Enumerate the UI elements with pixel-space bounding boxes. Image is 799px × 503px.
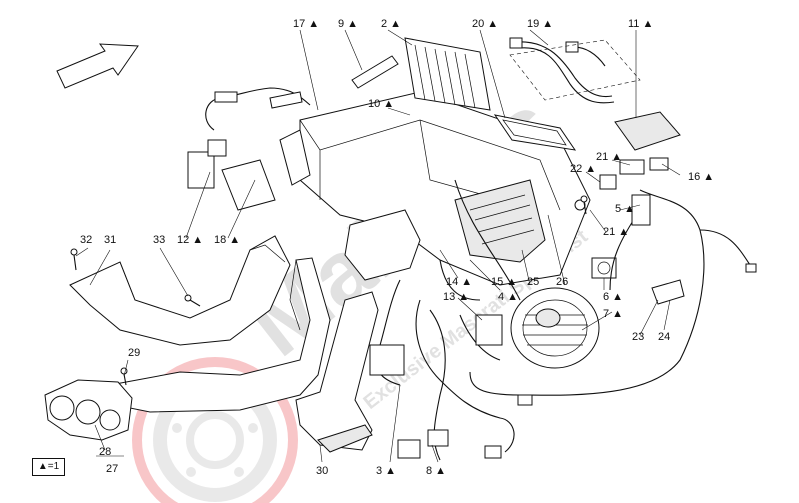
- pollen-filter: [404, 37, 491, 111]
- callout-29: 29: [128, 347, 140, 359]
- callout-19: 19 ▲: [527, 18, 553, 30]
- blower-motor: [510, 287, 600, 369]
- callout-31: 31: [104, 234, 116, 246]
- callout-27: 27: [106, 463, 118, 475]
- callout-24: 24: [658, 331, 670, 343]
- air-duct-left: [69, 235, 291, 346]
- callout-25: 25: [527, 276, 539, 288]
- callout-15: 15 ▲: [491, 276, 517, 288]
- callout-5: 5 ▲: [615, 203, 635, 215]
- callout-9: 9 ▲: [338, 18, 358, 30]
- callout-labels: 17 ▲ 9 ▲ 2 ▲ 20 ▲ 19 ▲ 11 ▲ 10 ▲ 22 ▲ 21…: [80, 18, 714, 477]
- callout-3: 3 ▲: [376, 465, 396, 477]
- callout-2: 2 ▲: [381, 18, 401, 30]
- callout-4: 4 ▲: [498, 291, 518, 303]
- callout-17: 17 ▲: [293, 18, 319, 30]
- callout-32: 32: [80, 234, 92, 246]
- callout-6: 6 ▲: [603, 291, 623, 303]
- callout-16: 16 ▲: [688, 171, 714, 183]
- callout-23: 23: [632, 331, 644, 343]
- screws: [70, 195, 588, 386]
- callout-28: 28: [99, 446, 111, 458]
- leader-lines: [75, 29, 681, 463]
- callout-21-lower: 21 ▲: [603, 226, 629, 238]
- callout-30: 30: [316, 465, 328, 477]
- legend-quantity-note: ▲=1: [32, 458, 65, 476]
- callout-22: 22 ▲: [570, 163, 596, 175]
- callout-18: 18 ▲: [214, 234, 240, 246]
- callout-20: 20 ▲: [472, 18, 498, 30]
- air-duct-center: [109, 257, 331, 413]
- callout-33: 33: [153, 234, 165, 246]
- callout-21-upper: 21 ▲: [596, 151, 622, 163]
- callout-10: 10 ▲: [368, 98, 394, 110]
- insulation-pad: [509, 39, 681, 151]
- bracket-23: [651, 279, 685, 305]
- callout-7: 7 ▲: [603, 308, 623, 320]
- resistor-21: [619, 157, 669, 175]
- callout-26: 26: [556, 276, 568, 288]
- callout-13: 13 ▲: [443, 291, 469, 303]
- callout-14: 14 ▲: [446, 276, 472, 288]
- callout-8: 8 ▲: [426, 465, 446, 477]
- sensor-22: [574, 174, 617, 211]
- floor-duct-30: [295, 291, 379, 453]
- outlet-duct-28: [44, 379, 133, 441]
- callout-11: 11 ▲: [628, 18, 653, 30]
- air-hose-9: [351, 55, 399, 89]
- arrow-icon: [56, 43, 139, 89]
- actuator-12: [187, 87, 311, 211]
- callout-12: 12 ▲: [177, 234, 203, 246]
- wiring-harness: [369, 179, 757, 461]
- filter-frame: [493, 114, 577, 151]
